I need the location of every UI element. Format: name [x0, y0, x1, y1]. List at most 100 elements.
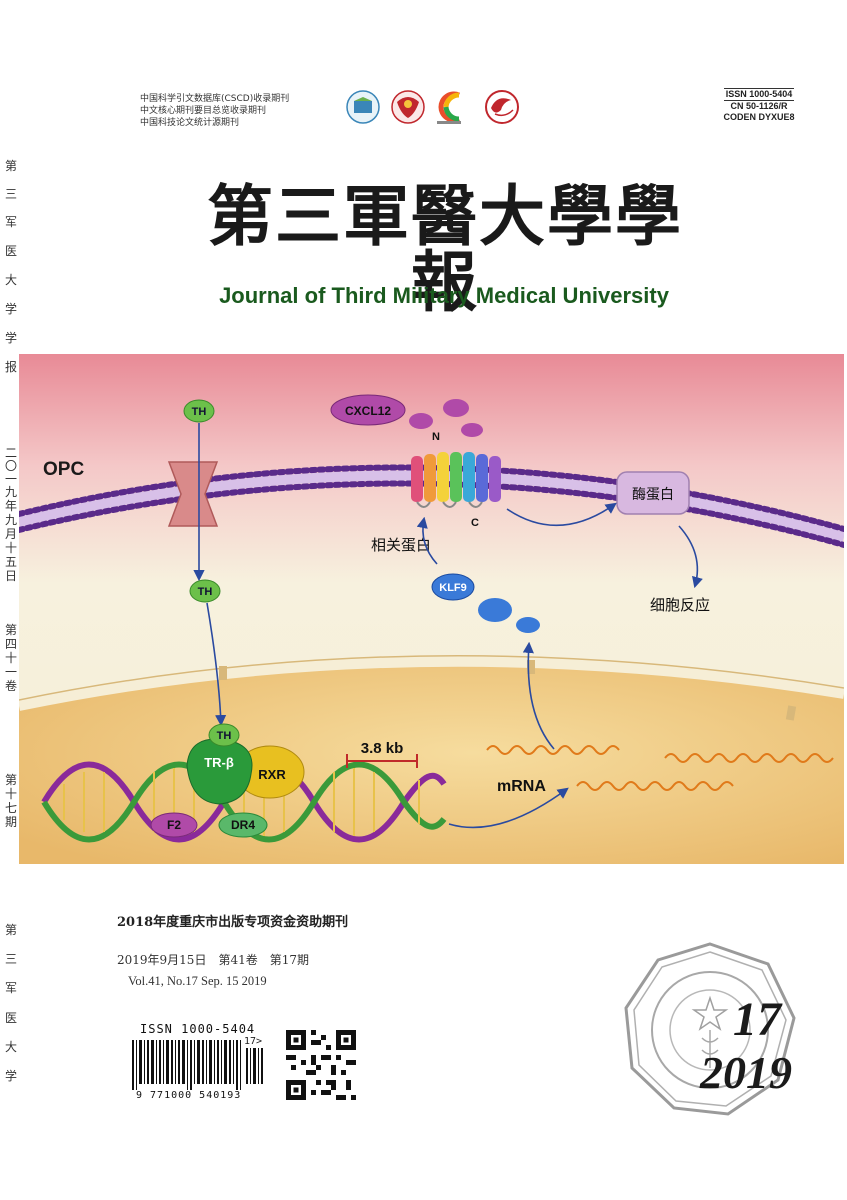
nuclear-envelope	[19, 656, 844, 711]
c-logo-icon	[437, 91, 461, 124]
kb-label: 3.8 kb	[361, 740, 404, 757]
spine-char: 学	[4, 302, 17, 316]
related-protein-label: 相关蛋白	[371, 536, 431, 554]
spine-char: 大	[4, 1040, 17, 1054]
index-line: 中文核心期刊要目总览收录期刊	[140, 106, 267, 116]
cn-text: CN 50-1126/R	[730, 101, 788, 111]
transporter-channel	[167, 461, 219, 527]
th-inner-label: TH	[198, 586, 213, 598]
cover-illustration: OPC TH TH CXCL12 N C 酶蛋白 细胞反应 相关蛋白 KLF9	[19, 354, 844, 864]
arrow-to-enzyme	[506, 502, 617, 527]
spine-char: 大	[4, 273, 17, 287]
spine-char: 军	[4, 981, 17, 995]
spine-char: 三	[4, 187, 17, 201]
spine-char: 第	[4, 623, 17, 637]
spine-char: 十	[4, 787, 17, 801]
nuclear-pore	[527, 660, 535, 674]
arrow-transcription	[448, 787, 569, 829]
cxcl12-label: CXCL12	[345, 404, 391, 418]
qr-code-icon[interactable]	[286, 1030, 356, 1100]
stats-source-logo-icon	[485, 90, 519, 124]
ligand-ball	[443, 399, 469, 417]
gpcr-receptor	[411, 452, 501, 508]
dr4-element	[218, 812, 268, 838]
c-terminus-label: C	[471, 517, 479, 529]
spine-char: 十	[4, 651, 17, 665]
mrna-label: mRNA	[497, 778, 546, 795]
barcode-issn: ISSN 1000-5404	[140, 1022, 256, 1036]
protein-ball	[478, 598, 512, 622]
spine-char: 医	[4, 244, 17, 258]
coden-text: CODEN DYXUE8	[723, 112, 795, 122]
spine-char: 第	[4, 773, 17, 787]
spine-char: 学	[4, 1069, 17, 1083]
nucleus	[19, 661, 844, 864]
spine-char: 一	[4, 665, 17, 679]
th-molecule-inner	[189, 579, 221, 603]
index-line: 中国科学引文数据库(CSCD)收录期刊	[140, 94, 290, 104]
issn-text: ISSN 1000-5404	[723, 88, 795, 101]
issue-year: 2019	[700, 1047, 792, 1098]
spine-char: 卷	[4, 679, 17, 693]
enzyme-label: 酶蛋白	[632, 487, 674, 503]
spine-char: 军	[4, 215, 17, 229]
rxr-label: RXR	[258, 767, 286, 782]
nuclear-pore	[219, 666, 227, 680]
klf9-protein	[431, 573, 475, 601]
ligand-ball	[461, 423, 483, 437]
th-nucleus-label: TH	[217, 730, 232, 742]
spine-char: 第	[4, 159, 17, 173]
arrow-to-receptor	[416, 516, 438, 565]
spine-char: 九	[4, 485, 17, 499]
f2-label: F2	[167, 818, 181, 832]
publication-date-cn: 2019年9月15日 第41卷 第17期	[117, 953, 309, 967]
spine-char: 报	[4, 360, 17, 374]
th-outer-label: TH	[192, 406, 207, 418]
funding-note: 2018年度重庆市出版专项资金资助期刊	[117, 915, 349, 930]
journal-title-cn: 第三軍醫大學學報	[207, 177, 683, 321]
klf9-label: KLF9	[439, 582, 467, 594]
university-seal-icon	[624, 942, 796, 1116]
cell-response-label: 细胞反应	[650, 596, 710, 614]
tr-beta-protein	[186, 738, 253, 805]
nuclear-pore	[785, 705, 797, 721]
index-logos	[346, 90, 519, 124]
spine-char: 年	[4, 499, 17, 513]
protein-ball	[516, 617, 540, 633]
mrna-strands	[486, 745, 834, 791]
f2-element	[150, 812, 198, 838]
spine-char: 三	[4, 952, 17, 966]
issue-number: 17	[733, 993, 781, 1046]
th-molecule-nucleus	[208, 723, 240, 747]
ligand-ball	[409, 413, 433, 429]
spine-char: 学	[4, 331, 17, 345]
th-molecule-outer	[183, 399, 215, 423]
barcode-icon	[132, 1040, 263, 1090]
arrow-mrna-export	[522, 641, 555, 750]
spine-char: 第	[4, 923, 17, 937]
spine-char: 医	[4, 1011, 17, 1025]
dr4-label: DR4	[231, 818, 255, 832]
tr-beta-label: TR-β	[204, 755, 234, 770]
spine-char: 期	[4, 815, 17, 829]
spine-char: 一	[4, 472, 17, 486]
n-terminus-label: N	[432, 431, 440, 443]
issn-block: ISSN 1000-5404 CN 50-1126/R CODEN DYXUE8	[700, 88, 818, 123]
spine-char: 二	[4, 446, 17, 460]
spine-char: 九	[4, 513, 17, 527]
spine-char: 〇	[4, 459, 17, 473]
volume-info-en: Vol.41, No.17 Sep. 15 2019	[128, 974, 267, 988]
spine-char: 五	[4, 555, 17, 569]
spine-char: 四	[4, 637, 17, 651]
core-journal-logo-icon	[391, 90, 425, 124]
spine-char: 七	[4, 801, 17, 815]
spine-char: 月	[4, 527, 17, 541]
cscd-logo-icon	[346, 90, 380, 124]
barcode-number: 9 771000 540193	[136, 1090, 242, 1101]
arrow-to-response	[678, 525, 703, 589]
spine-char: 日	[4, 569, 17, 583]
kb-span-marker	[346, 754, 418, 768]
cxcl12-molecule	[330, 394, 406, 426]
arrow-th-nucleus	[206, 602, 227, 727]
enzyme-protein	[616, 471, 690, 515]
